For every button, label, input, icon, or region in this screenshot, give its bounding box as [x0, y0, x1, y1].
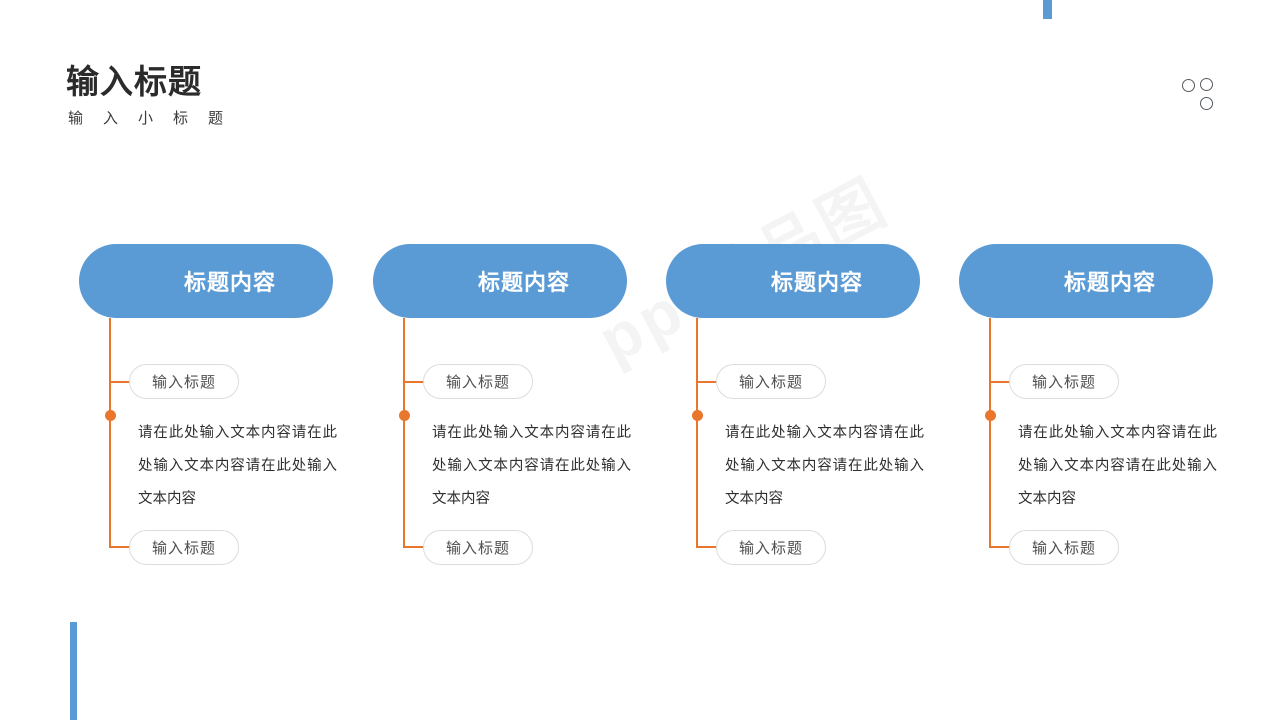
circles-decoration-icon	[1182, 78, 1218, 114]
connector-branch-bottom	[696, 546, 721, 548]
connector-dot-icon	[985, 410, 996, 421]
column-body-text: 请在此处输入文本内容请在此处输入文本内容请在此处输入文本内容	[432, 425, 631, 507]
connector-vertical-line	[989, 318, 991, 547]
top-accent-bar	[1043, 0, 1052, 19]
connector-branch-top	[109, 381, 134, 383]
column-connector	[692, 318, 896, 548]
column-heading-pill[interactable]: 标题内容	[666, 244, 920, 318]
column-body-text: 请在此处输入文本内容请在此处输入文本内容请在此处输入文本内容	[138, 425, 337, 507]
circle-icon	[1200, 78, 1213, 91]
sub-label-top[interactable]: 输入标题	[129, 364, 240, 399]
connector-branch-top	[403, 381, 428, 383]
page-subtitle: 输入小标题	[68, 110, 244, 127]
bottom-accent-bar	[70, 622, 77, 720]
connector-branch-top	[989, 381, 1014, 383]
slide-header: 输入标题 输入小标题	[66, 60, 243, 130]
connector-branch-top	[696, 381, 721, 383]
column-connector	[399, 318, 603, 548]
circle-icon	[1200, 97, 1213, 110]
sub-label-bottom[interactable]: 输入标题	[423, 530, 534, 565]
connector-dot-icon	[105, 410, 116, 421]
connector-dot-icon	[399, 410, 410, 421]
page-title: 输入标题	[66, 63, 202, 100]
column-4: 标题内容 输入标题 请在此处输入文本内容请在此处输入文本内容请在此处输入文本内容…	[959, 244, 1217, 565]
sub-label-bottom[interactable]: 输入标题	[129, 530, 240, 565]
column-heading-label: 标题内容	[770, 270, 863, 295]
connector-vertical-line	[109, 318, 111, 547]
sub-label-bottom[interactable]: 输入标题	[1009, 530, 1120, 565]
column-heading-pill[interactable]: 标题内容	[959, 244, 1213, 318]
connector-vertical-line	[696, 318, 698, 547]
column-heading-pill[interactable]: 标题内容	[373, 244, 627, 318]
connector-dot-icon	[692, 410, 703, 421]
column-heading-label: 标题内容	[183, 270, 276, 295]
column-heading-label: 标题内容	[477, 270, 570, 295]
connector-branch-bottom	[109, 546, 134, 548]
column-1: 标题内容 输入标题 请在此处输入文本内容请在此处输入文本内容请在此处输入文本内容…	[79, 244, 337, 565]
column-heading-pill[interactable]: 标题内容	[79, 244, 333, 318]
connector-branch-bottom	[989, 546, 1014, 548]
sub-label-top[interactable]: 输入标题	[1009, 364, 1120, 399]
column-body-text: 请在此处输入文本内容请在此处输入文本内容请在此处输入文本内容	[725, 425, 924, 507]
column-heading-label: 标题内容	[1063, 270, 1156, 295]
column-3: 标题内容 输入标题 请在此处输入文本内容请在此处输入文本内容请在此处输入文本内容…	[666, 244, 924, 565]
column-2: 标题内容 输入标题 请在此处输入文本内容请在此处输入文本内容请在此处输入文本内容…	[373, 244, 631, 565]
sub-label-top[interactable]: 输入标题	[423, 364, 534, 399]
column-body-text: 请在此处输入文本内容请在此处输入文本内容请在此处输入文本内容	[1018, 425, 1217, 507]
connector-vertical-line	[403, 318, 405, 547]
circle-icon	[1182, 79, 1195, 92]
sub-label-bottom[interactable]: 输入标题	[716, 530, 827, 565]
connector-branch-bottom	[403, 546, 428, 548]
column-connector	[105, 318, 309, 548]
sub-label-top[interactable]: 输入标题	[716, 364, 827, 399]
column-connector	[985, 318, 1189, 548]
